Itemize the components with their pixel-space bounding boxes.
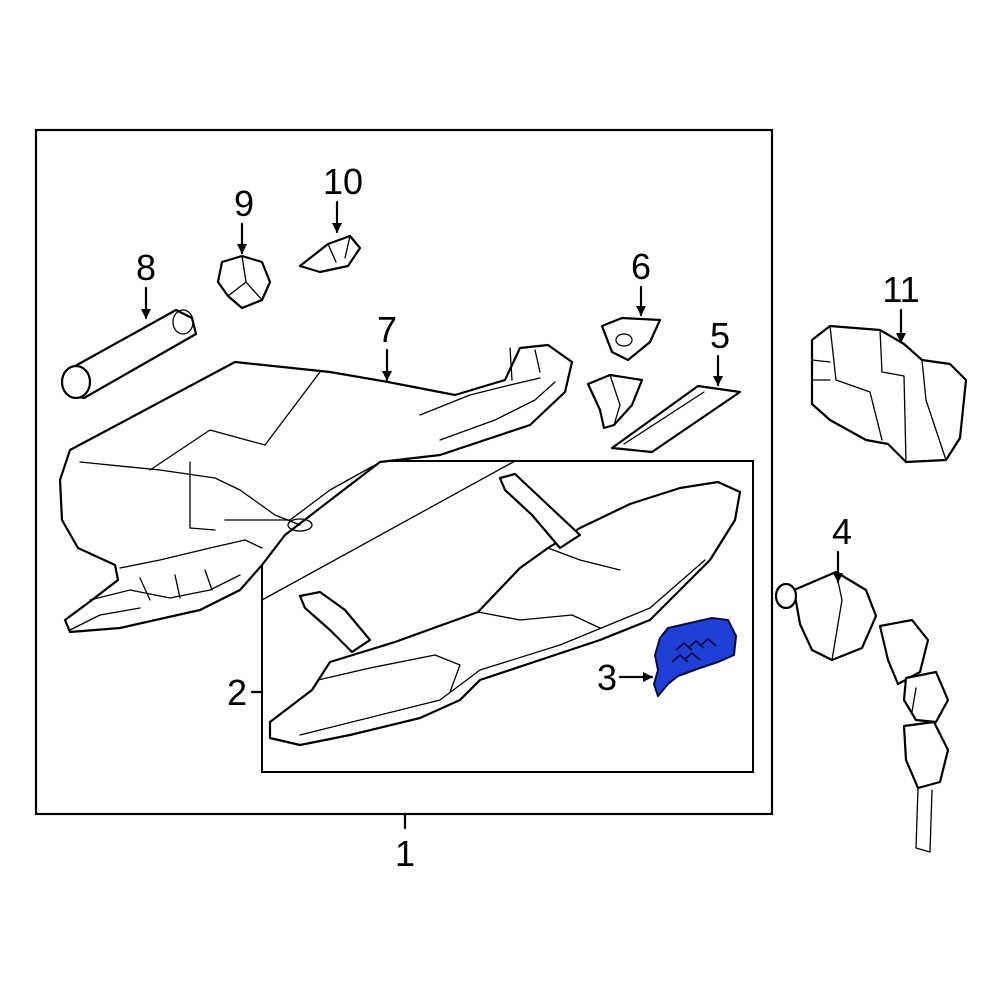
callout-8: 8 bbox=[136, 247, 156, 288]
door-frame-bracket bbox=[261, 460, 516, 601]
callout-7: 7 bbox=[377, 309, 397, 350]
switch bbox=[810, 324, 968, 464]
stopper bbox=[216, 254, 272, 310]
damper bbox=[60, 308, 198, 400]
bumper bbox=[298, 234, 362, 274]
callout-9: 9 bbox=[234, 183, 254, 224]
lock-cylinder bbox=[774, 570, 950, 853]
callout-11: 11 bbox=[882, 269, 919, 310]
glove-box-housing bbox=[58, 343, 574, 634]
door-subassembly-frame bbox=[261, 460, 754, 773]
glove-box-handle-highlighted bbox=[653, 617, 737, 697]
callout-4: 4 bbox=[832, 511, 852, 552]
callout-6: 6 bbox=[631, 246, 651, 287]
handle-body bbox=[653, 617, 737, 697]
callout-2: 2 bbox=[227, 672, 247, 713]
leader-lines bbox=[141, 200, 906, 830]
trim-strip bbox=[610, 384, 742, 454]
callout-10: 10 bbox=[323, 161, 363, 202]
callout-5: 5 bbox=[710, 315, 730, 356]
callout-3: 3 bbox=[597, 657, 617, 698]
striker bbox=[586, 316, 662, 430]
handle-chevrons bbox=[671, 638, 717, 663]
glove-box-door bbox=[268, 472, 742, 747]
callout-1: 1 bbox=[395, 833, 415, 874]
